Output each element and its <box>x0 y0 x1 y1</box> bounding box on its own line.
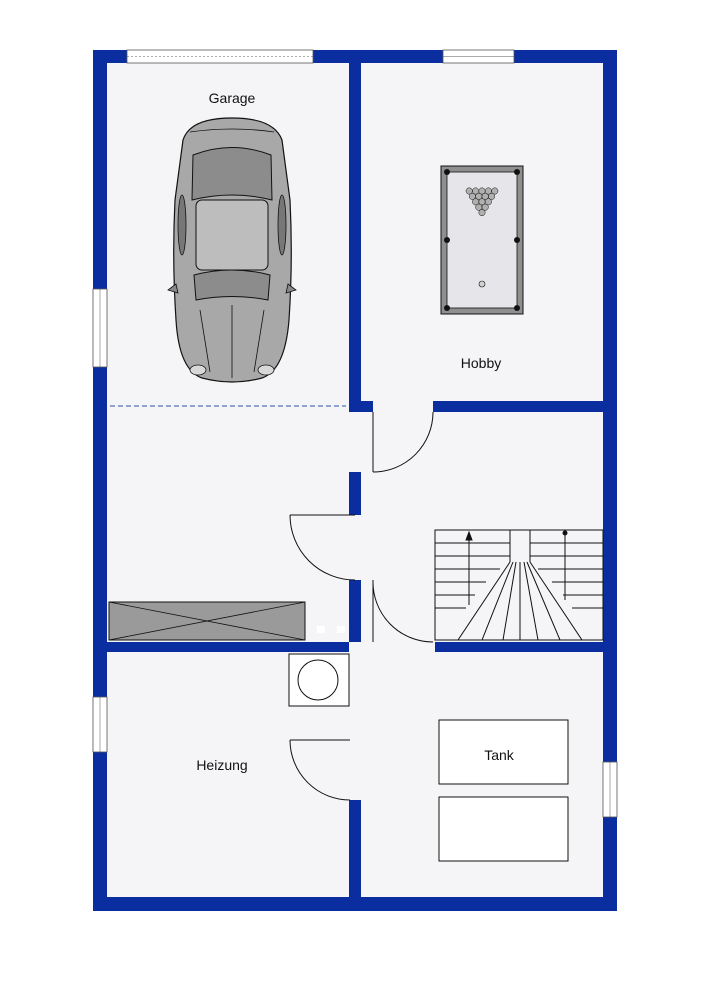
billiard-ball <box>484 198 492 206</box>
door-opening-hobby-top <box>373 401 433 412</box>
window-hobby-top <box>442 49 515 64</box>
window-tank-right <box>602 761 618 818</box>
billiard-ball <box>491 187 499 195</box>
tank-lower <box>438 796 569 862</box>
boiler-icon <box>288 653 350 707</box>
window-heizung-left <box>92 696 108 753</box>
window-garage-top <box>126 49 314 64</box>
room-label-garage: Garage <box>209 90 256 106</box>
door-swing-garage <box>289 514 356 581</box>
car-icon <box>167 117 297 383</box>
room-label-hobby: Hobby <box>461 355 501 371</box>
room-label-heizung: Heizung <box>196 757 247 773</box>
window-garage-left <box>92 288 108 368</box>
door-swing-hall <box>372 579 434 643</box>
billiard-table-icon <box>440 165 524 315</box>
door-swing-hobby <box>372 411 434 473</box>
vent-right <box>337 626 345 633</box>
door-swing-heizung <box>289 739 351 801</box>
door-opening-hobby <box>349 412 373 472</box>
door-opening-hall <box>361 580 373 642</box>
corridor-gap <box>349 642 363 740</box>
door-opening-heizung <box>347 740 363 800</box>
billiard-ball <box>481 203 489 211</box>
door-opening-garage <box>347 515 363 580</box>
door-opening-hall-bottom <box>361 640 435 654</box>
staircase <box>434 529 604 641</box>
tank-upper <box>438 719 569 785</box>
tank-label: Tank <box>484 747 515 763</box>
vent-left <box>317 626 325 633</box>
billiard-ball <box>488 192 496 200</box>
garage-shelf <box>108 601 306 641</box>
billiard-ball <box>478 209 486 217</box>
